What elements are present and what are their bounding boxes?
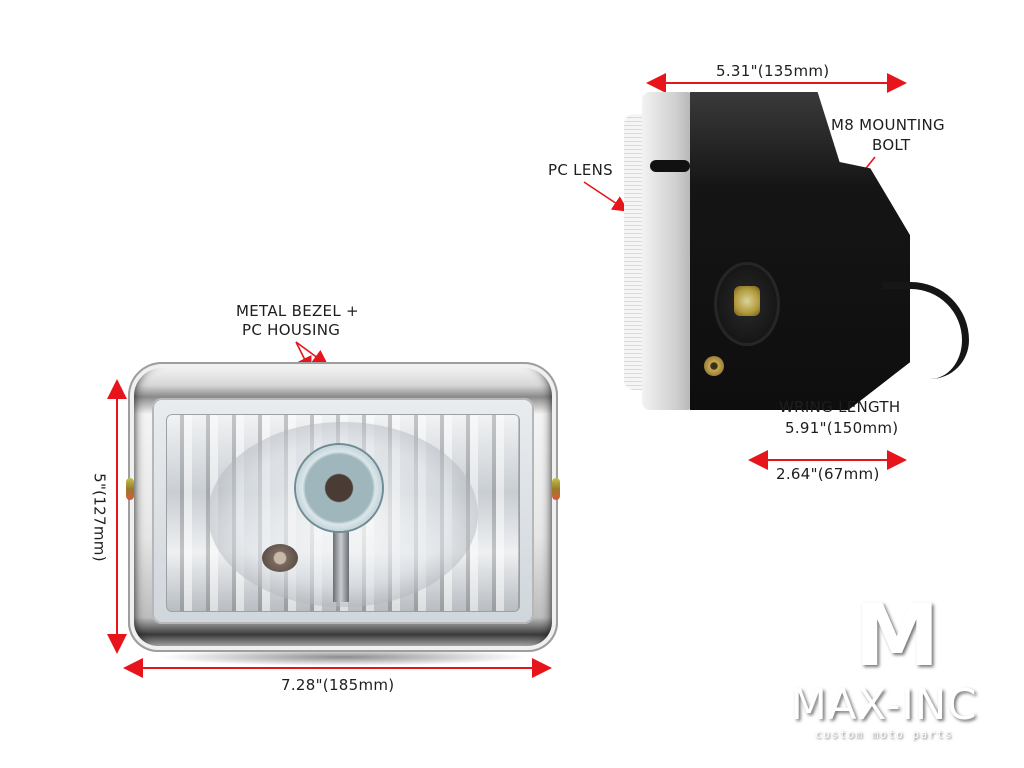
housing-screw-icon bbox=[704, 356, 724, 376]
bezel-label-line2: PC HOUSING bbox=[242, 321, 341, 339]
bezel-label-line1: METAL BEZEL + bbox=[236, 302, 359, 320]
logo-tagline: custom moto parts bbox=[814, 728, 954, 741]
bulb-stem bbox=[333, 532, 349, 602]
mounting-bolt-label-line1: M8 MOUNTING bbox=[831, 116, 945, 134]
wiring-length-label-line2: 5.91"(150mm) bbox=[785, 419, 899, 437]
m8-bolt-icon bbox=[734, 286, 760, 316]
depth-dimension-label: 5.31"(135mm) bbox=[716, 62, 830, 80]
right-mount-bolt-icon bbox=[552, 478, 560, 500]
wiring-cable bbox=[882, 282, 969, 379]
brand-logo: M MAX-INC custom moto parts bbox=[778, 586, 990, 750]
main-bulb bbox=[296, 445, 382, 531]
headlight-front-view bbox=[128, 362, 558, 666]
drop-shadow bbox=[158, 648, 528, 666]
wiring-length-label-line1: WRING LENGTH bbox=[779, 398, 901, 416]
chrome-bezel-ring bbox=[642, 92, 690, 410]
rear-dimension-label: 2.64"(67mm) bbox=[776, 465, 880, 483]
bezel-slot bbox=[650, 160, 690, 172]
headlight-side-view bbox=[620, 92, 969, 410]
width-dimension-label: 7.28"(185mm) bbox=[281, 676, 395, 694]
pilot-bulb bbox=[262, 544, 298, 572]
pc-lens-label: PC LENS bbox=[548, 161, 613, 179]
pc-lens-edge bbox=[624, 114, 644, 390]
pc-lens-pointer bbox=[583, 181, 629, 212]
mounting-bolt-label-line2: BOLT bbox=[872, 136, 911, 154]
left-mount-bolt-icon bbox=[126, 478, 134, 500]
logo-m-mark-icon: M bbox=[854, 586, 940, 686]
logo-brand-name: MAX-INC bbox=[790, 680, 978, 729]
housing-pointer bbox=[295, 341, 329, 366]
height-dimension-label: 5"(127mm) bbox=[90, 473, 109, 562]
